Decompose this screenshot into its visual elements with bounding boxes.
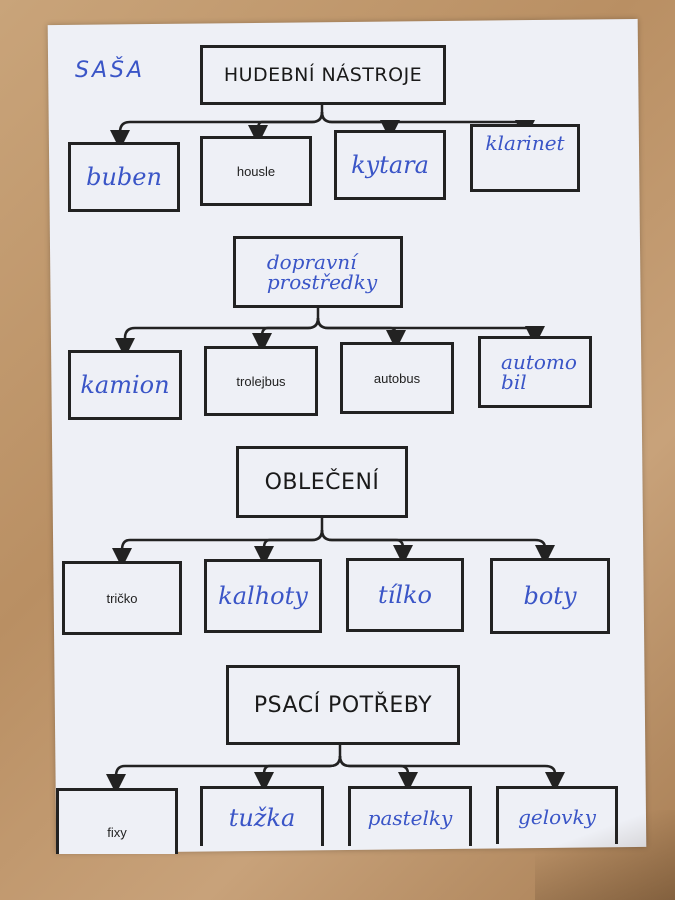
- diagram-2-title-line-2: prostředky: [266, 270, 378, 294]
- diagram-4-child-3: pastelky: [348, 786, 472, 846]
- diagram-1-child-3-text: kytara: [351, 151, 429, 179]
- arrow-4-3: [338, 755, 418, 792]
- diagram-3-child-1: tričko: [62, 561, 182, 635]
- diagram-1-title: HUDEBNÍ NÁSTROJE: [223, 64, 423, 86]
- diagram-1-child-3: kytara: [334, 130, 446, 200]
- arrow-3-3: [320, 529, 413, 565]
- diagram-2-child-3-text: autobus: [373, 370, 421, 386]
- diagram-1-title-box: HUDEBNÍ NÁSTROJE: [200, 45, 446, 105]
- diagram-2-title-box: dopravní prostředky: [233, 236, 403, 308]
- diagram-4-child-1: fixy: [56, 788, 178, 854]
- diagram-4-child-2: tužka: [200, 786, 324, 846]
- diagram-2-child-2-text: trolejbus: [236, 373, 286, 389]
- diagram-1-child-4-text: klarinet: [485, 131, 565, 155]
- diagram-2-child-3: autobus: [340, 342, 454, 414]
- diagram-2-child-4-line-1: automo: [501, 350, 577, 374]
- diagram-4-child-1-text: fixy: [107, 825, 127, 840]
- arrow-4-1: [106, 755, 342, 794]
- diagram-2-child-2: trolejbus: [204, 346, 318, 416]
- diagram-4-child-2-text: tužka: [228, 803, 296, 832]
- student-signature: SAŠA: [75, 58, 146, 83]
- arrow-4-2: [254, 755, 342, 792]
- diagram-1-child-1: buben: [68, 142, 180, 212]
- diagram-3-title-box: OBLEČENÍ: [236, 446, 408, 518]
- diagram-3-title: OBLEČENÍ: [264, 469, 380, 495]
- diagram-2-child-4-line-2: bil: [501, 370, 527, 394]
- diagram-1-child-1-text: buben: [86, 163, 162, 191]
- diagram-3-child-4-text: boty: [523, 582, 577, 610]
- diagram-3-child-3: tílko: [346, 558, 464, 632]
- arrow-3-1: [112, 529, 324, 568]
- arrow-2-2: [252, 317, 320, 353]
- diagram-3-child-1-text: tričko: [106, 590, 138, 606]
- diagram-3-child-3-text: tílko: [378, 581, 432, 609]
- diagram-4-child-4-text: gelovky: [518, 807, 596, 827]
- diagram-3-child-2: kalhoty: [204, 559, 322, 633]
- table-shadow: [535, 810, 675, 900]
- arrow-2-4: [316, 317, 545, 346]
- diagram-4-title: PSACÍ POTŘEBY: [253, 692, 433, 718]
- diagram-4-child-4: gelovky: [496, 786, 618, 844]
- diagram-1-child-2: housle: [200, 136, 312, 206]
- arrow-2-1: [115, 317, 320, 358]
- diagram-3-child-2-text: kalhoty: [218, 582, 308, 610]
- arrow-1-2: [248, 111, 324, 145]
- arrow-3-2: [254, 529, 324, 566]
- arrow-4-4: [338, 755, 565, 792]
- diagram-1-child-2-text: housle: [236, 163, 276, 179]
- diagram-2-child-1: kamion: [68, 350, 182, 420]
- arrow-3-4: [320, 529, 555, 565]
- diagram-4-child-3-text: pastelky: [367, 805, 453, 830]
- diagram-2-child-1-text: kamion: [80, 371, 170, 399]
- diagram-2-child-4: automo bil: [478, 336, 592, 408]
- diagram-4-title-box: PSACÍ POTŘEBY: [226, 665, 460, 745]
- diagram-2-title-line-1: dopravní: [266, 250, 357, 274]
- diagram-1-child-4: klarinet: [470, 124, 580, 192]
- diagram-3-child-4: boty: [490, 558, 610, 634]
